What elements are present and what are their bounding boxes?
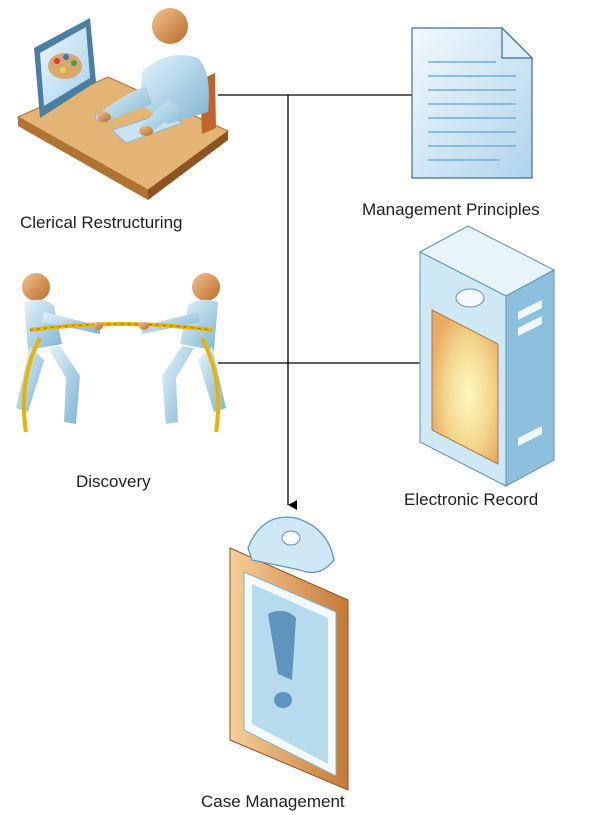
label-case-management: Case Management: [201, 792, 345, 811]
connectors: [218, 94, 420, 510]
label-discovery: Discovery: [76, 472, 151, 491]
label-electronic-record: Electronic Record: [404, 490, 539, 509]
document-icon: [411, 26, 534, 179]
clipboard-alert-icon: [229, 516, 349, 791]
server-box-icon: [418, 225, 556, 487]
tug-of-war-icon: [16, 273, 226, 433]
label-clerical-restructuring: Clerical Restructuring: [20, 213, 183, 232]
label-management-principles: Management Principles: [362, 200, 540, 219]
person-at-computer-icon: [16, 8, 229, 200]
